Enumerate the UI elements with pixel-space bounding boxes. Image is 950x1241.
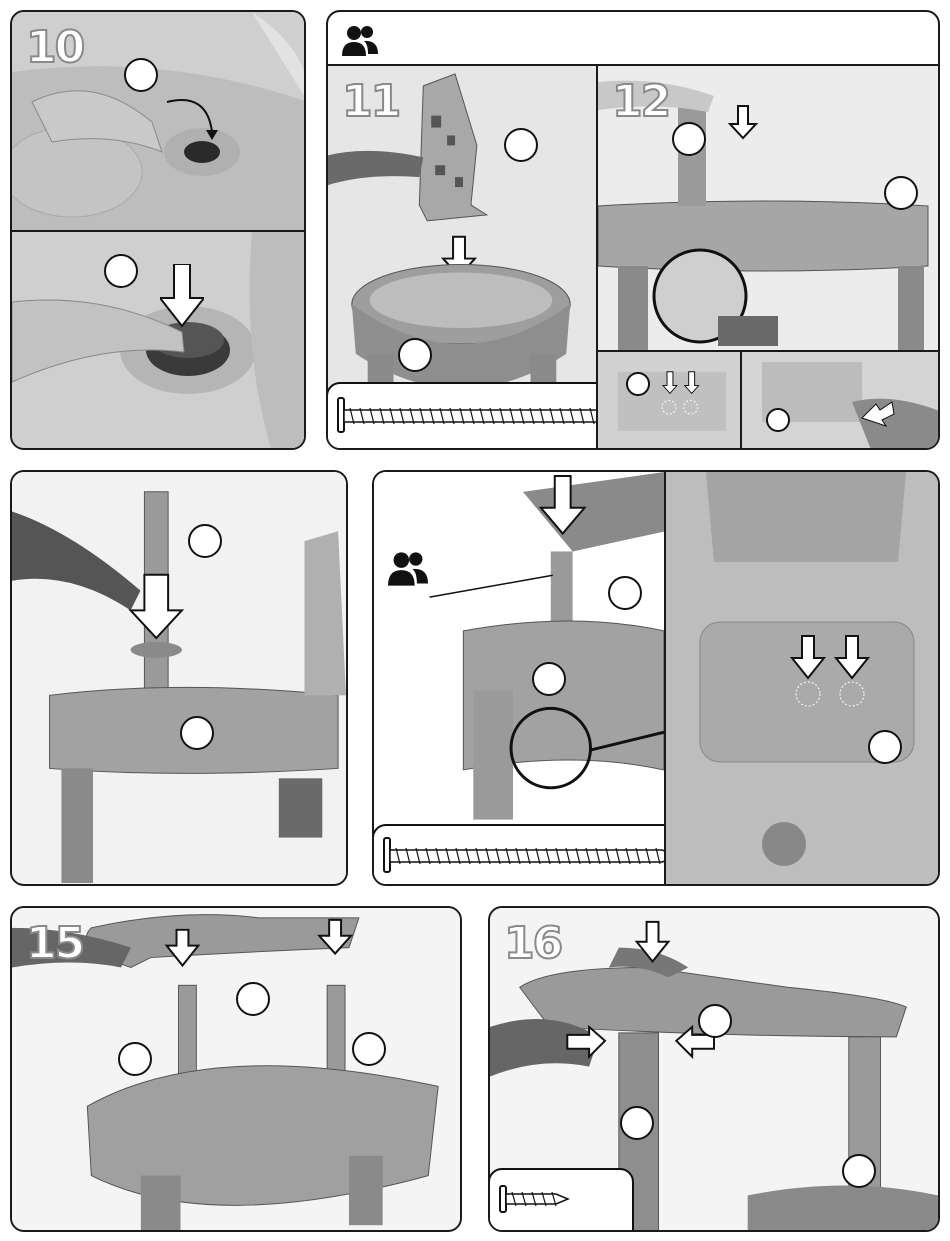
screw-box [374,824,666,886]
part-callout [608,576,642,610]
step-number: 10 [26,26,83,70]
step-14-panel [372,470,940,886]
steps-11-12-panel: 11 12 [326,10,940,450]
screw-box [488,1168,634,1232]
short-screw-icon [498,1184,570,1214]
part-callout [698,1004,732,1038]
part-callout [868,730,902,764]
step-10-photo-top: 10 [12,12,306,232]
long-screw-icon [382,836,666,876]
step-14-closeup [666,472,940,886]
part-callout [104,254,138,288]
two-people-icon [388,550,428,588]
part-callout [124,58,158,92]
part-callout [236,982,270,1016]
part-callout [118,1042,152,1076]
underside-closeup [666,472,940,886]
part-callout [504,128,538,162]
part-callout [532,662,566,696]
arrow-down-icon [160,264,204,328]
screw-box [328,382,598,450]
step-10-photo-bottom [12,232,306,450]
part-callout [884,176,918,210]
step-number: 15 [26,922,83,966]
part-callout [672,122,706,156]
step-14-photo [374,472,666,886]
part-callout [188,524,222,558]
part-callout [620,1106,654,1140]
part-callout [398,338,432,372]
step-12-detail-hand [742,352,940,450]
step-number: 12 [612,80,669,124]
screw-holes-closeup [598,352,740,450]
two-people-icon [342,24,378,58]
long-screw-icon [336,396,598,436]
step-15-panel: 15 [10,906,462,1232]
step-number: 11 [342,80,399,124]
step-12-photo: 12 [598,66,940,352]
hand-closeup [742,352,940,450]
step-10-panel: 10 [10,10,306,450]
drain-plug-press-photo [12,232,306,450]
center-post-photo [12,472,346,883]
part-callout [766,408,790,432]
part-callout [180,716,214,750]
part-callout [842,1154,876,1188]
step-11-photo: 11 [328,66,598,450]
step-13-panel [10,470,348,886]
step-number: 16 [504,922,561,966]
step-12-detail-screws [598,352,742,450]
part-callout [626,372,650,396]
part-callout [352,1032,386,1066]
step-16-panel: 16 [488,906,940,1232]
